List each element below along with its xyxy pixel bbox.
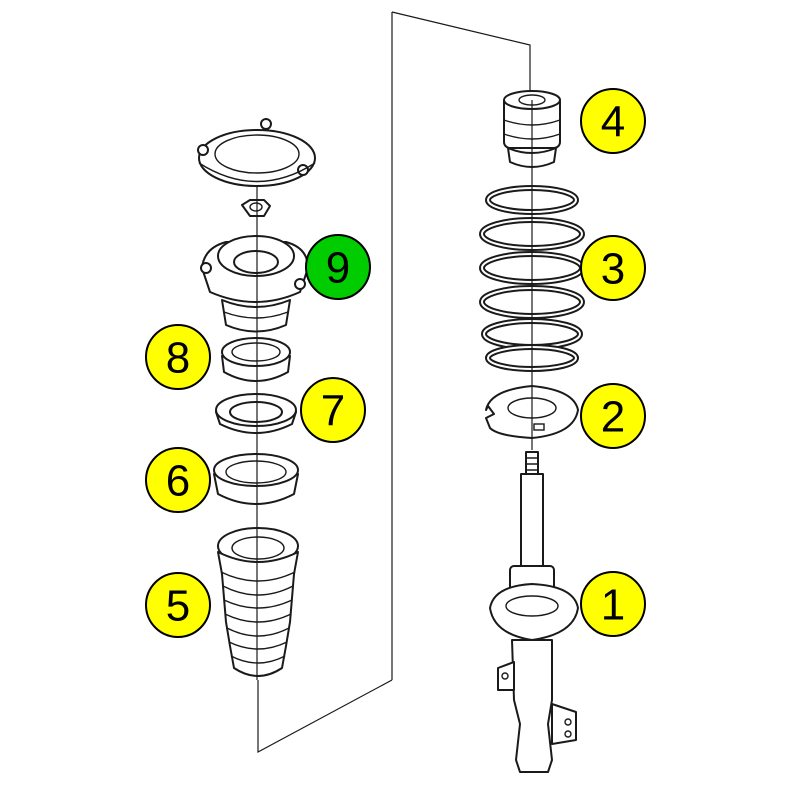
callout-5: 5	[145, 572, 211, 638]
part-spring-isolator	[213, 453, 299, 505]
callout-label-6: 6	[166, 457, 190, 506]
callout-label-5: 5	[166, 582, 190, 631]
callout-label-9: 9	[326, 244, 350, 293]
callout-label-8: 8	[166, 334, 190, 383]
part-spring-seat	[215, 393, 297, 434]
callout-4: 4	[580, 88, 646, 154]
part-strut-body	[489, 451, 579, 773]
part-top-cap	[197, 118, 316, 187]
callout-9: 9	[305, 234, 371, 300]
part-bearing	[221, 337, 291, 382]
part-nut	[241, 199, 271, 217]
callout-circle-5	[145, 572, 211, 638]
callout-6: 6	[145, 447, 211, 513]
callout-circle-4	[580, 88, 646, 154]
callout-circle-2	[580, 383, 646, 449]
callout-circle-9	[305, 234, 371, 300]
callout-label-3: 3	[601, 245, 625, 294]
callout-2: 2	[580, 383, 646, 449]
callout-circle-6	[145, 447, 211, 513]
callout-circle-8	[145, 324, 211, 390]
callout-circle-7	[300, 377, 366, 443]
callout-circle-3	[580, 235, 646, 301]
callout-label-1: 1	[601, 581, 625, 630]
callout-circle-1	[580, 571, 646, 637]
callout-3: 3	[580, 235, 646, 301]
callout-label-4: 4	[601, 98, 625, 147]
part-dust-boot	[217, 527, 299, 677]
callout-8: 8	[145, 324, 211, 390]
callout-1: 1	[580, 571, 646, 637]
assembly-frame-lines	[257, 11, 531, 754]
callout-group: 1 2 3 4 5 6 7 8 9	[145, 88, 646, 638]
callout-7: 7	[300, 377, 366, 443]
callout-label-7: 7	[321, 387, 345, 436]
callout-label-2: 2	[601, 393, 625, 442]
part-strut-mount	[200, 235, 309, 333]
